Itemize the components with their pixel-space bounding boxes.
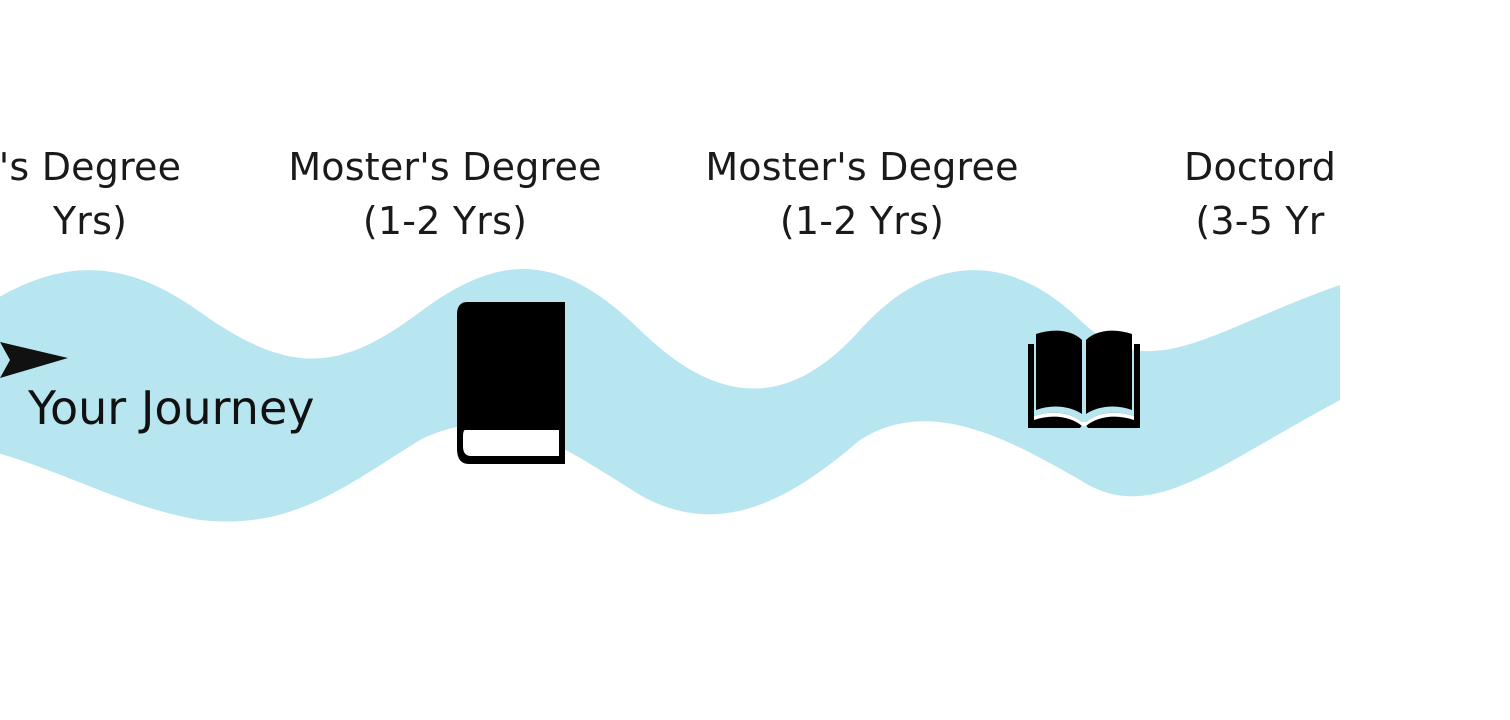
milestone-duration: Yrs) [52,199,128,243]
milestone-title: 's Degree [0,145,182,189]
book-open-icon [1028,330,1140,428]
milestone-duration: (3-5 Yr [1195,199,1325,243]
journey-diagram: 's Degree Yrs) Moster's Degree (1-2 Yrs)… [0,140,1340,522]
pointer-icon [0,342,68,378]
milestone-title: Moster's Degree [705,145,1019,189]
milestone-duration: (1-2 Yrs) [779,199,945,243]
wave-band [0,269,1340,522]
journey-label: Your Journey [28,381,315,435]
milestone-title: Moster's Degree [288,145,602,189]
journey-path [0,269,1340,522]
milestone-duration: (1-2 Yrs) [362,199,528,243]
milestone-title: Doctord [1183,145,1337,189]
milestone-masters-2: Moster's Degree (1-2 Yrs) [652,140,1072,248]
book-closed-icon [457,302,565,464]
milestone-masters-1: Moster's Degree (1-2 Yrs) [235,140,655,248]
milestone-doctorate: Doctord (3-5 Yr [1010,140,1510,248]
milestone-bachelors: 's Degree Yrs) [0,140,300,248]
